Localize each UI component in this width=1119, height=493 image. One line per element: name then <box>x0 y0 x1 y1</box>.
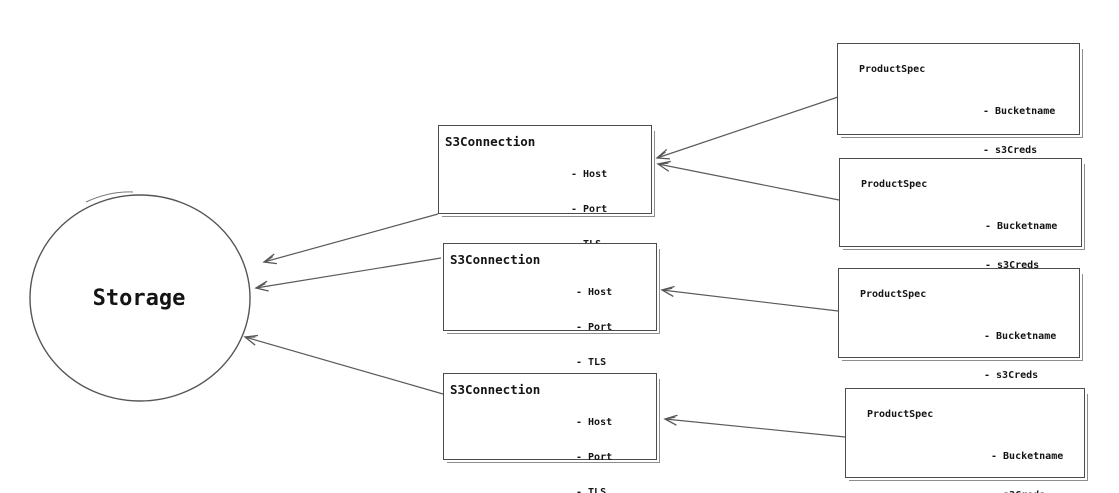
productspec-node-1: ProductSpec - Bucketname - s3Creds <box>837 43 1083 156</box>
node-attributes: - Host - Port - TLS <box>576 263 612 393</box>
arrow-s3connection-3-to-storage <box>243 334 444 395</box>
node-attribute: - Port <box>576 321 613 333</box>
node-title: ProductSpec <box>861 179 928 190</box>
arrow-productspec-2-to-s3connection-1 <box>656 160 840 201</box>
s3connection-node-2: S3Connection - Host - Port - TLS <box>443 243 660 368</box>
node-attributes: - Bucketname - s3Creds <box>991 424 1063 493</box>
node-attributes: - Bucketname - s3Creds <box>984 304 1056 408</box>
productspec-node-3: ProductSpec - Bucketname - s3Creds <box>838 268 1083 381</box>
node-attributes: - Bucketname - s3Creds <box>985 194 1057 298</box>
arrow-productspec-3-to-s3connection-2 <box>660 285 839 312</box>
arrow-s3connection-1-to-storage <box>262 213 439 265</box>
node-title: ProductSpec <box>860 289 927 300</box>
s3connection-node-3: S3Connection - Host - Port - TLS <box>443 373 660 493</box>
node-attribute: - Host <box>576 416 613 428</box>
node-attribute: - s3Creds <box>991 489 1063 493</box>
arrow-productspec-1-to-s3connection-1 <box>655 96 839 160</box>
node-attribute: - Host <box>576 286 613 298</box>
node-attribute: - TLS <box>576 357 607 369</box>
productspec-node-2: ProductSpec - Bucketname - s3Creds <box>839 158 1085 271</box>
productspec-node-4: ProductSpec - Bucketname - s3Creds <box>845 388 1088 493</box>
node-title: S3Connection <box>450 252 541 267</box>
arrow-s3connection-2-to-storage <box>254 257 442 292</box>
node-attribute: - Port <box>576 451 613 463</box>
node-title: S3Connection <box>445 134 536 149</box>
node-attribute: - s3Creds <box>983 145 1038 156</box>
node-attribute: - Bucketname <box>983 106 1056 117</box>
node-attribute: - Bucketname <box>991 451 1064 462</box>
node-title: S3Connection <box>450 382 541 397</box>
storage-circle-sketch-stroke <box>85 191 134 203</box>
node-attribute: - Host <box>571 168 608 180</box>
node-attribute: - TLS <box>576 487 607 493</box>
node-attributes: - Bucketname - s3Creds <box>983 79 1055 183</box>
s3connection-node-1: S3Connection - Host - Port - TLS <box>438 125 655 250</box>
node-attributes: - Host - Port - TLS <box>576 393 612 493</box>
arrow-productspec-4-to-s3connection-3 <box>663 414 846 438</box>
node-title: ProductSpec <box>867 409 934 420</box>
storage-node-label: Storage <box>92 286 186 311</box>
node-attribute: - s3Creds <box>985 260 1040 271</box>
node-attribute: - Bucketname <box>984 331 1057 342</box>
storage-circle <box>29 194 251 402</box>
node-attribute: - Bucketname <box>985 221 1058 232</box>
node-title: ProductSpec <box>859 64 926 75</box>
node-attribute: - s3Creds <box>984 370 1039 381</box>
node-attribute: - Port <box>571 203 608 215</box>
